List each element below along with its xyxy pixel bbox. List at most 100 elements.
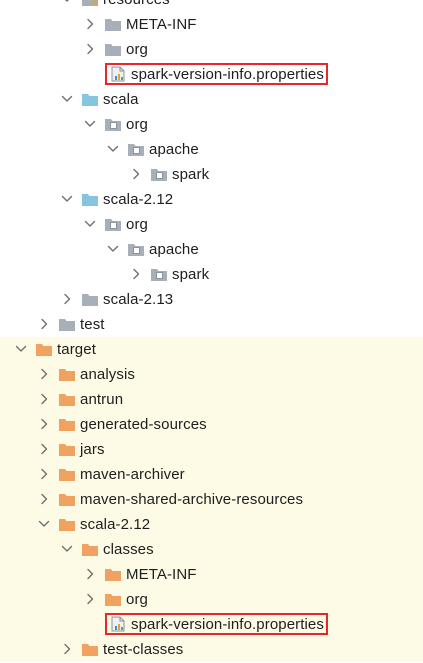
package-icon (150, 166, 168, 182)
tree-item-label: test (80, 316, 105, 333)
tree-item-label: test-classes (103, 641, 184, 658)
tree-item-label: apache (149, 141, 199, 158)
package-icon (150, 266, 168, 282)
chevron-right-icon[interactable] (82, 566, 98, 582)
properties-file-icon (109, 616, 127, 632)
chevron-right-icon[interactable] (36, 466, 52, 482)
package-icon (127, 141, 145, 157)
tree-folder-row[interactable]: spark (0, 162, 423, 187)
excluded-folder-icon (58, 441, 76, 457)
chevron-down-icon[interactable] (13, 341, 29, 357)
chevron-right-icon[interactable] (59, 291, 75, 307)
tree-item-label: maven-shared-archive-resources (80, 491, 304, 508)
tree-folder-row[interactable]: apache (0, 237, 423, 262)
tree-item-label: org (126, 591, 148, 608)
tree-folder-row[interactable]: META-INF (0, 562, 423, 587)
chevron-down-icon[interactable] (59, 91, 75, 107)
tree-folder-row[interactable]: generated-sources (0, 412, 423, 437)
chevron-down-icon[interactable] (59, 0, 75, 7)
tree-folder-row[interactable]: maven-shared-archive-resources (0, 487, 423, 512)
chevron-right-icon[interactable] (59, 641, 75, 657)
chevron-right-icon[interactable] (36, 316, 52, 332)
excluded-folder-icon (58, 416, 76, 432)
tree-item-label: org (126, 41, 148, 58)
folder-icon (58, 316, 76, 332)
chevron-down-icon[interactable] (105, 241, 121, 257)
tree-folder-row[interactable]: org (0, 212, 423, 237)
tree-item-label: scala-2.12 (103, 191, 174, 208)
package-icon (104, 116, 122, 132)
tree-item-label: META-INF (126, 16, 197, 33)
tree-item-label: scala-2.12 (80, 516, 151, 533)
tree-item-label: org (126, 116, 148, 133)
excluded-folder-icon (81, 541, 99, 557)
chevron-right-icon[interactable] (36, 441, 52, 457)
tree-folder-row[interactable]: resources (0, 0, 423, 12)
source-root-folder-icon (81, 191, 99, 207)
tree-item-label: META-INF (126, 566, 197, 583)
excluded-folder-icon (104, 566, 122, 582)
tree-item-label: spark (172, 166, 210, 183)
tree-item-label: analysis (80, 366, 135, 383)
chevron-right-icon[interactable] (36, 491, 52, 507)
chevron-right-icon[interactable] (128, 166, 144, 182)
chevron-right-icon[interactable] (36, 366, 52, 382)
tree-folder-row[interactable]: target (0, 337, 423, 362)
tree-folder-row[interactable]: scala-2.13 (0, 287, 423, 312)
excluded-folder-icon (58, 491, 76, 507)
tree-folder-row[interactable]: org (0, 37, 423, 62)
tree-item-label: spark-version-info.properties (131, 616, 324, 633)
resources-folder-icon (81, 0, 99, 7)
chevron-right-icon[interactable] (82, 591, 98, 607)
tree-folder-row[interactable]: scala-2.12 (0, 187, 423, 212)
excluded-folder-icon (58, 391, 76, 407)
excluded-folder-icon (58, 516, 76, 532)
chevron-down-icon[interactable] (59, 191, 75, 207)
chevron-down-icon[interactable] (59, 541, 75, 557)
tree-folder-row[interactable]: classes (0, 537, 423, 562)
tree-folder-row[interactable]: org (0, 587, 423, 612)
tree-item-label: apache (149, 241, 199, 258)
tree-folder-row[interactable]: apache (0, 137, 423, 162)
chevron-right-icon[interactable] (36, 391, 52, 407)
tree-item-label: resources (103, 0, 170, 12)
package-icon (127, 241, 145, 257)
tree-folder-row[interactable]: org (0, 112, 423, 137)
tree-folder-row[interactable]: scala-2.12 (0, 512, 423, 537)
excluded-folder-icon (35, 341, 53, 357)
tree-item-label: classes (103, 541, 154, 558)
tree-item-label: antrun (80, 391, 124, 408)
folder-icon (81, 291, 99, 307)
folder-icon (104, 16, 122, 32)
chevron-right-icon[interactable] (36, 416, 52, 432)
tree-file-row[interactable]: spark-version-info.properties (0, 62, 423, 87)
tree-item-label: spark (172, 266, 210, 283)
chevron-right-icon[interactable] (82, 16, 98, 32)
tree-folder-row[interactable]: scala (0, 87, 423, 112)
tree-folder-row[interactable]: analysis (0, 362, 423, 387)
chevron-down-icon[interactable] (82, 216, 98, 232)
tree-item-label: maven-archiver (80, 466, 185, 483)
chevron-right-icon[interactable] (128, 266, 144, 282)
tree-file-row[interactable]: spark-version-info.properties (0, 612, 423, 637)
folder-icon (104, 41, 122, 57)
source-root-folder-icon (81, 91, 99, 107)
tree-folder-row[interactable]: test-classes (0, 637, 423, 662)
chevron-down-icon[interactable] (82, 116, 98, 132)
tree-item-label: target (57, 341, 96, 358)
tree-folder-row[interactable]: maven-archiver (0, 462, 423, 487)
properties-file-icon (109, 66, 127, 82)
chevron-right-icon[interactable] (82, 41, 98, 57)
chevron-down-icon[interactable] (105, 141, 121, 157)
tree-folder-row[interactable]: test (0, 312, 423, 337)
tree-folder-row[interactable]: META-INF (0, 12, 423, 37)
tree-folder-row[interactable]: spark (0, 262, 423, 287)
tree-folder-row[interactable]: jars (0, 437, 423, 462)
excluded-folder-icon (81, 641, 99, 657)
tree-item-label: org (126, 216, 148, 233)
tree-item-label: generated-sources (80, 416, 207, 433)
tree-folder-row[interactable]: antrun (0, 387, 423, 412)
chevron-down-icon[interactable] (36, 516, 52, 532)
tree-item-label: jars (80, 441, 105, 458)
